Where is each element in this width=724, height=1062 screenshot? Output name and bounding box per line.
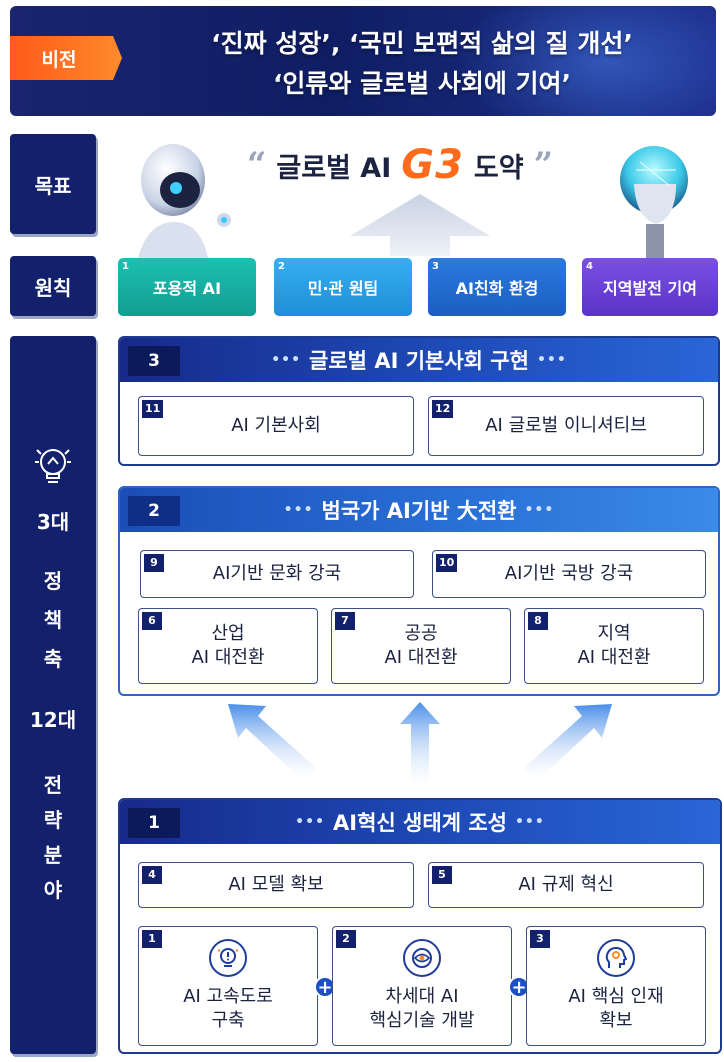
vision-line-1: ‘진짜 성장’, ‘국민 보편적 삶의 질 개선’	[211, 29, 633, 58]
goal-text-after: 도약	[473, 152, 524, 184]
arrow-center-icon	[400, 702, 440, 786]
field-7-label-2: AI 대전환	[384, 647, 458, 668]
axis-1-header: ••• AI혁신 생태계 조성 •••	[120, 800, 720, 844]
field-1: 1 AI 고속도로 구축	[138, 926, 318, 1046]
field-8: 8 지역 AI 대전환	[524, 608, 704, 684]
field-12: 12 AI 글로벌 이니셔티브	[428, 396, 704, 456]
field-11: 11 AI 기본사회	[138, 396, 414, 456]
axis-2-panel: ••• 범국가 AI기반 大전환 ••• 2 9 AI기반 문화 강국 10 A…	[118, 486, 720, 696]
goal-label: 목표	[10, 134, 96, 234]
field-8-label-2: AI 대전환	[577, 647, 651, 668]
field-char-3: 분	[43, 843, 63, 867]
axis-2-header: ••• 범국가 AI기반 大전환 •••	[120, 488, 718, 532]
axis-3-panel: ••• 글로벌 AI 기본사회 구현 ••• 3 11 AI 기본사회 12 A…	[118, 336, 720, 466]
field-2: 2 차세대 AI 핵심기술 개발	[332, 926, 512, 1046]
field-5-label: AI 규제 혁신	[518, 873, 614, 895]
field-3-label-2: 확보	[599, 1010, 633, 1031]
field-4: 4 AI 모델 확보	[138, 862, 414, 908]
alert-bulb-icon	[209, 938, 247, 977]
field-10: 10 AI기반 국방 강국	[432, 550, 706, 598]
field-3: 3 AI 핵심 인재 확보	[526, 926, 706, 1046]
principle-4-num: 4	[586, 261, 593, 272]
field-6-label-2: AI 대전환	[191, 647, 265, 668]
goal-text-before: 글로벌 AI	[276, 152, 392, 184]
field-8-label-1: 지역	[597, 622, 631, 644]
field-char-4: 야	[43, 878, 63, 902]
field-7-label-1: 공공	[404, 622, 438, 644]
principle-1-label: 포용적 AI	[152, 279, 222, 298]
principle-2: 2 민·관 원팀	[274, 258, 412, 316]
field-11-label: AI 기본사회	[231, 414, 321, 436]
field-1-label-1: AI 고속도로	[183, 985, 273, 1007]
principle-1: 1 포용적 AI	[118, 258, 256, 316]
axis-char-1: 정	[43, 569, 63, 593]
goal-title: “ 글로벌 AI G3 도약 ”	[210, 140, 590, 190]
vision-tag: 비전	[10, 36, 122, 80]
field-char-1: 전	[43, 773, 63, 797]
principle-label: 원칙	[10, 256, 96, 316]
field-2-label-1: 차세대 AI	[385, 985, 459, 1007]
axis-2-title: 범국가 AI기반 大전환	[321, 499, 517, 523]
axis-char-3: 축	[43, 647, 63, 671]
vision-banner: 비전 ‘진짜 성장’, ‘국민 보편적 삶의 질 개선’ ‘인류와 글로벌 사회…	[10, 6, 716, 116]
principle-3: 3 AI친화 환경	[428, 258, 566, 316]
goal-close-quote: ”	[533, 145, 554, 185]
arrow-right-icon	[524, 704, 612, 780]
strategy-axis-label: 3대 정 책 축 12대 전 략 분 야	[10, 336, 96, 1054]
field-12-label: AI 글로벌 이니셔티브	[485, 414, 647, 436]
field-7: 7 공공 AI 대전환	[331, 608, 511, 684]
principle-4-label: 지역발전 기여	[603, 279, 697, 298]
field-2-label-2: 핵심기술 개발	[369, 1010, 475, 1031]
axis-1-title: AI혁신 생태계 조성	[333, 811, 507, 835]
axis-2-number: 2	[128, 496, 180, 526]
eye-chip-icon	[403, 938, 441, 977]
goal-open-quote: “	[246, 145, 267, 185]
axis-char-2: 책	[43, 608, 63, 632]
axis-count: 3대	[36, 510, 70, 534]
plus-icon-2: +	[508, 976, 530, 998]
field-1-label-2: 구축	[211, 1010, 245, 1031]
field-9: 9 AI기반 문화 강국	[140, 550, 414, 598]
principle-2-num: 2	[278, 261, 285, 272]
field-6-label-1: 산업	[211, 622, 245, 644]
principle-3-num: 3	[432, 261, 439, 272]
plus-icon-1: +	[314, 976, 336, 998]
lightbulb-icon	[35, 449, 71, 483]
field-char-2: 략	[43, 808, 63, 832]
robot-right-image	[606, 140, 706, 258]
vision-line-2: ‘인류와 글로벌 사회에 기여’	[272, 69, 572, 98]
axis-1-number: 1	[128, 808, 180, 838]
field-count: 12대	[29, 708, 77, 732]
axis-3-header: ••• 글로벌 AI 기본사회 구현 •••	[120, 338, 718, 382]
arrow-left-icon	[228, 704, 316, 780]
head-gear-icon	[597, 938, 635, 977]
principle-4: 4 지역발전 기여	[582, 258, 718, 316]
robot-left-image	[128, 138, 238, 258]
axis-3-title: 글로벌 AI 기본사회 구현	[309, 349, 529, 373]
field-4-label: AI 모델 확보	[228, 873, 324, 895]
field-9-label: AI기반 문화 강국	[212, 562, 342, 584]
field-6: 6 산업 AI 대전환	[138, 608, 318, 684]
principle-2-label: 민·관 원팀	[307, 279, 379, 298]
field-3-label-1: AI 핵심 인재	[568, 985, 664, 1007]
principle-3-label: AI친화 환경	[455, 279, 539, 298]
field-10-label: AI기반 국방 강국	[504, 562, 634, 584]
field-5: 5 AI 규제 혁신	[428, 862, 704, 908]
goal-highlight: G3	[401, 142, 464, 188]
axis-1-panel: ••• AI혁신 생태계 조성 ••• 1 4 AI 모델 확보 5 AI 규제…	[118, 798, 722, 1054]
axis-3-number: 3	[128, 346, 180, 376]
up-arrow-icon	[350, 194, 490, 256]
principle-1-num: 1	[122, 261, 129, 272]
upward-arrows	[228, 702, 612, 786]
